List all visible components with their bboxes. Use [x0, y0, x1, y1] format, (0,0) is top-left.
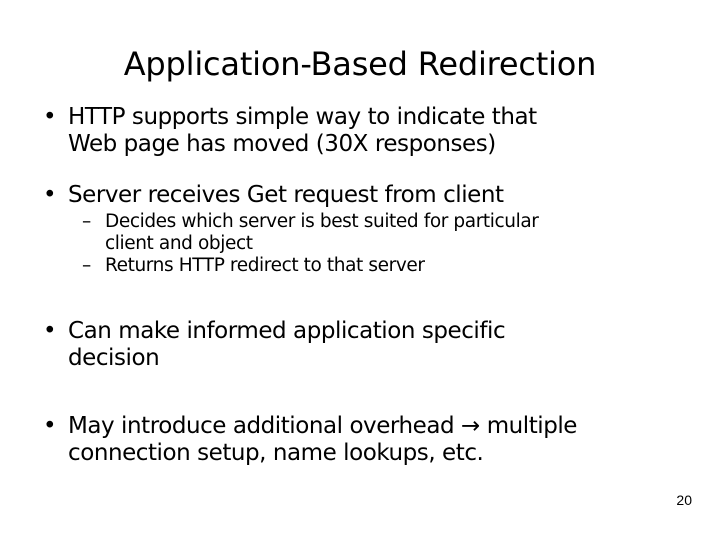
bullet-item: • Server receives Get request from clien…	[36, 182, 686, 209]
spacer	[36, 396, 686, 413]
sub-bullet-marker-icon: –	[82, 255, 91, 276]
bullet-line: May introduce additional overhead → mult…	[68, 413, 578, 439]
slide-title: Application-Based Redirection	[123, 45, 597, 83]
spacer	[36, 277, 686, 301]
slide-body: • HTTP supports simple way to indicate t…	[36, 104, 686, 467]
bullet-line: connection setup, name lookups, etc.	[68, 440, 484, 466]
bullet-item: • HTTP supports simple way to indicate t…	[36, 104, 686, 158]
bullet-line: decision	[68, 345, 160, 371]
bullet-marker-icon: •	[43, 413, 57, 439]
sub-bullet-item: – Decides which server is best suited fo…	[36, 211, 686, 255]
spacer	[36, 372, 686, 396]
bullet-item: • Can make informed application specific…	[36, 318, 686, 372]
sub-bullet-line: client and object	[105, 233, 253, 254]
sub-bullet-line: Returns HTTP redirect to that server	[105, 255, 425, 276]
sub-bullet-marker-icon: –	[82, 211, 91, 232]
bullet-marker-icon: •	[43, 318, 57, 344]
bullet-line: Web page has moved (30X responses)	[68, 131, 496, 157]
spacer	[36, 158, 686, 182]
slide-page-number: 20	[676, 492, 692, 508]
sub-bullet-line: Decides which server is best suited for …	[105, 211, 539, 232]
bullet-line: HTTP supports simple way to indicate tha…	[68, 104, 537, 130]
bullet-line: Server receives Get request from client	[68, 182, 504, 208]
bullet-marker-icon: •	[43, 182, 57, 208]
bullet-item: • May introduce additional overhead → mu…	[36, 413, 686, 467]
bullet-marker-icon: •	[43, 104, 57, 130]
spacer	[36, 301, 686, 318]
bullet-line: Can make informed application specific	[68, 318, 506, 344]
sub-bullet-item: – Returns HTTP redirect to that server	[36, 255, 686, 277]
